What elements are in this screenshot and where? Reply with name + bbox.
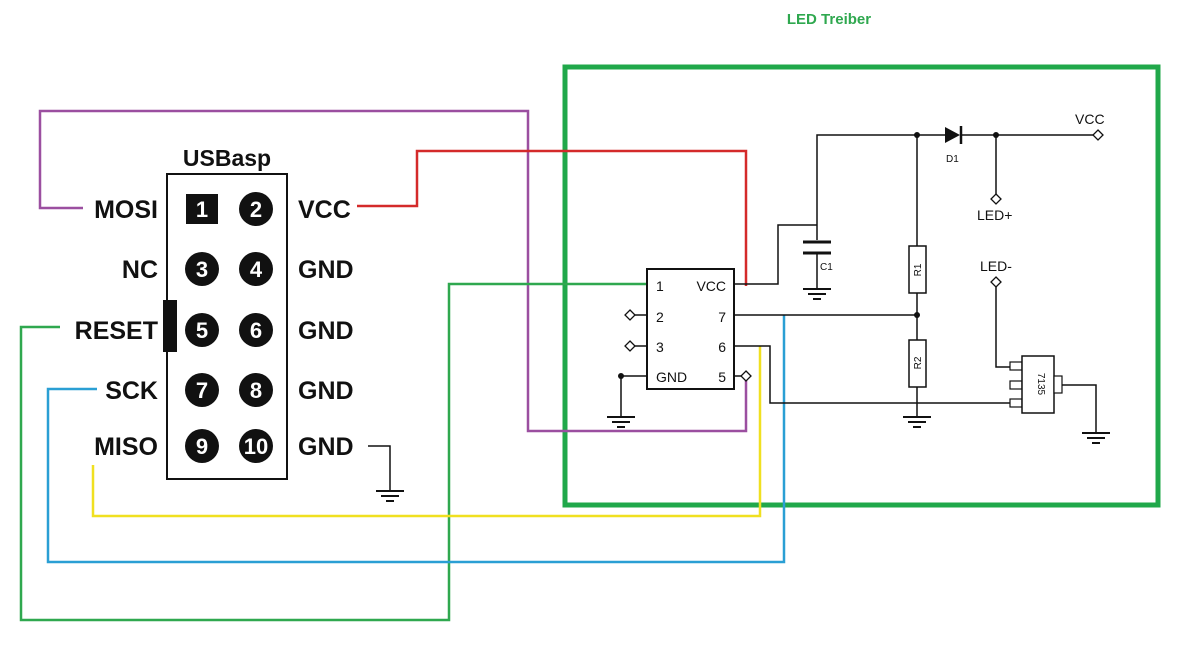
label-nc: NC	[122, 256, 158, 284]
ground-symbol	[375, 490, 405, 502]
pin-10	[239, 429, 273, 463]
label-gnd: GND	[298, 317, 354, 345]
port-symbol	[990, 276, 1002, 288]
ground-symbol	[606, 416, 636, 428]
vcc-wire	[357, 149, 748, 286]
pin-number: 9	[196, 434, 208, 459]
pin-6	[239, 313, 273, 347]
ic-pin-label: VCC	[696, 278, 726, 294]
label-miso: MISO	[94, 433, 158, 461]
ground-symbol	[1081, 432, 1111, 444]
pin-2	[239, 192, 273, 226]
regulator-gnd-lead	[1062, 384, 1097, 432]
regulator-pin	[1009, 380, 1023, 390]
ic-pin-label: 7	[718, 309, 726, 325]
label-led-minus: LED-	[980, 258, 1012, 274]
label-d1: D1	[946, 154, 959, 165]
ic-body	[646, 268, 735, 390]
pin-1	[186, 194, 218, 224]
ground-symbol	[902, 416, 932, 428]
mosi-wire	[38, 109, 748, 433]
label-gnd: GND	[298, 256, 354, 284]
ground-symbol	[802, 288, 832, 300]
ic-pin-label: 3	[656, 339, 664, 355]
label-vcc: VCC	[298, 196, 351, 224]
port-symbol	[990, 193, 1002, 205]
label-led-plus: LED+	[977, 207, 1012, 223]
regulator-pin	[1009, 361, 1023, 371]
diagram-title: LED Treiber	[787, 11, 871, 28]
pin-9	[185, 429, 219, 463]
port-symbol	[1092, 129, 1104, 141]
label-vcc-port: VCC	[1075, 111, 1105, 127]
label-sck: SCK	[105, 377, 158, 405]
pin-number: 2	[250, 197, 262, 222]
regulator-pin	[1009, 398, 1023, 408]
led-driver-frame	[562, 64, 1161, 508]
ic-pin-label: 6	[718, 339, 726, 355]
junction-dot	[914, 312, 920, 318]
top-rail	[816, 134, 945, 240]
reset-wire	[19, 282, 646, 622]
ic-pin6-lead	[734, 345, 1010, 404]
port-symbol	[740, 370, 752, 382]
pin-5	[185, 313, 219, 347]
pin-number: 3	[196, 257, 208, 282]
pin-number: 6	[250, 318, 262, 343]
label-gnd: GND	[298, 433, 354, 461]
pin-3	[185, 252, 219, 286]
pin-4	[239, 252, 273, 286]
label-mosi: MOSI	[94, 196, 158, 224]
ic-vcc-lead	[734, 224, 817, 285]
pin-number: 10	[244, 434, 268, 459]
label-r2: R2	[913, 356, 924, 369]
regulator-7135	[1021, 355, 1055, 414]
sck-wire	[46, 315, 786, 564]
pin-number: 4	[250, 257, 263, 282]
pin-number: 5	[196, 318, 208, 343]
pin-7	[185, 373, 219, 407]
diode-d1	[945, 127, 960, 143]
label-r1: R1	[913, 263, 924, 276]
label-reset: RESET	[75, 317, 158, 345]
ic-pin-label: 2	[656, 309, 664, 325]
port-symbol	[624, 309, 636, 321]
pin-number: 7	[196, 378, 208, 403]
miso-wire	[91, 346, 762, 518]
pin-number: 8	[250, 378, 262, 403]
label-7135: 7135	[1035, 373, 1046, 396]
port-symbol	[624, 340, 636, 352]
pin-number: 1	[196, 197, 208, 222]
connector-key-notch	[163, 300, 177, 352]
ic-pin-label: 1	[656, 278, 664, 294]
usbasp-title: USBasp	[183, 145, 271, 171]
usbasp-gnd-lead	[368, 445, 391, 490]
label-c1: C1	[820, 262, 833, 273]
regulator-tab	[1053, 375, 1063, 394]
led-minus-lead	[995, 287, 1010, 368]
ic-pin-label: GND	[656, 369, 687, 385]
label-gnd: GND	[298, 377, 354, 405]
ic-pin-label: 5	[718, 369, 726, 385]
pin-8	[239, 373, 273, 407]
